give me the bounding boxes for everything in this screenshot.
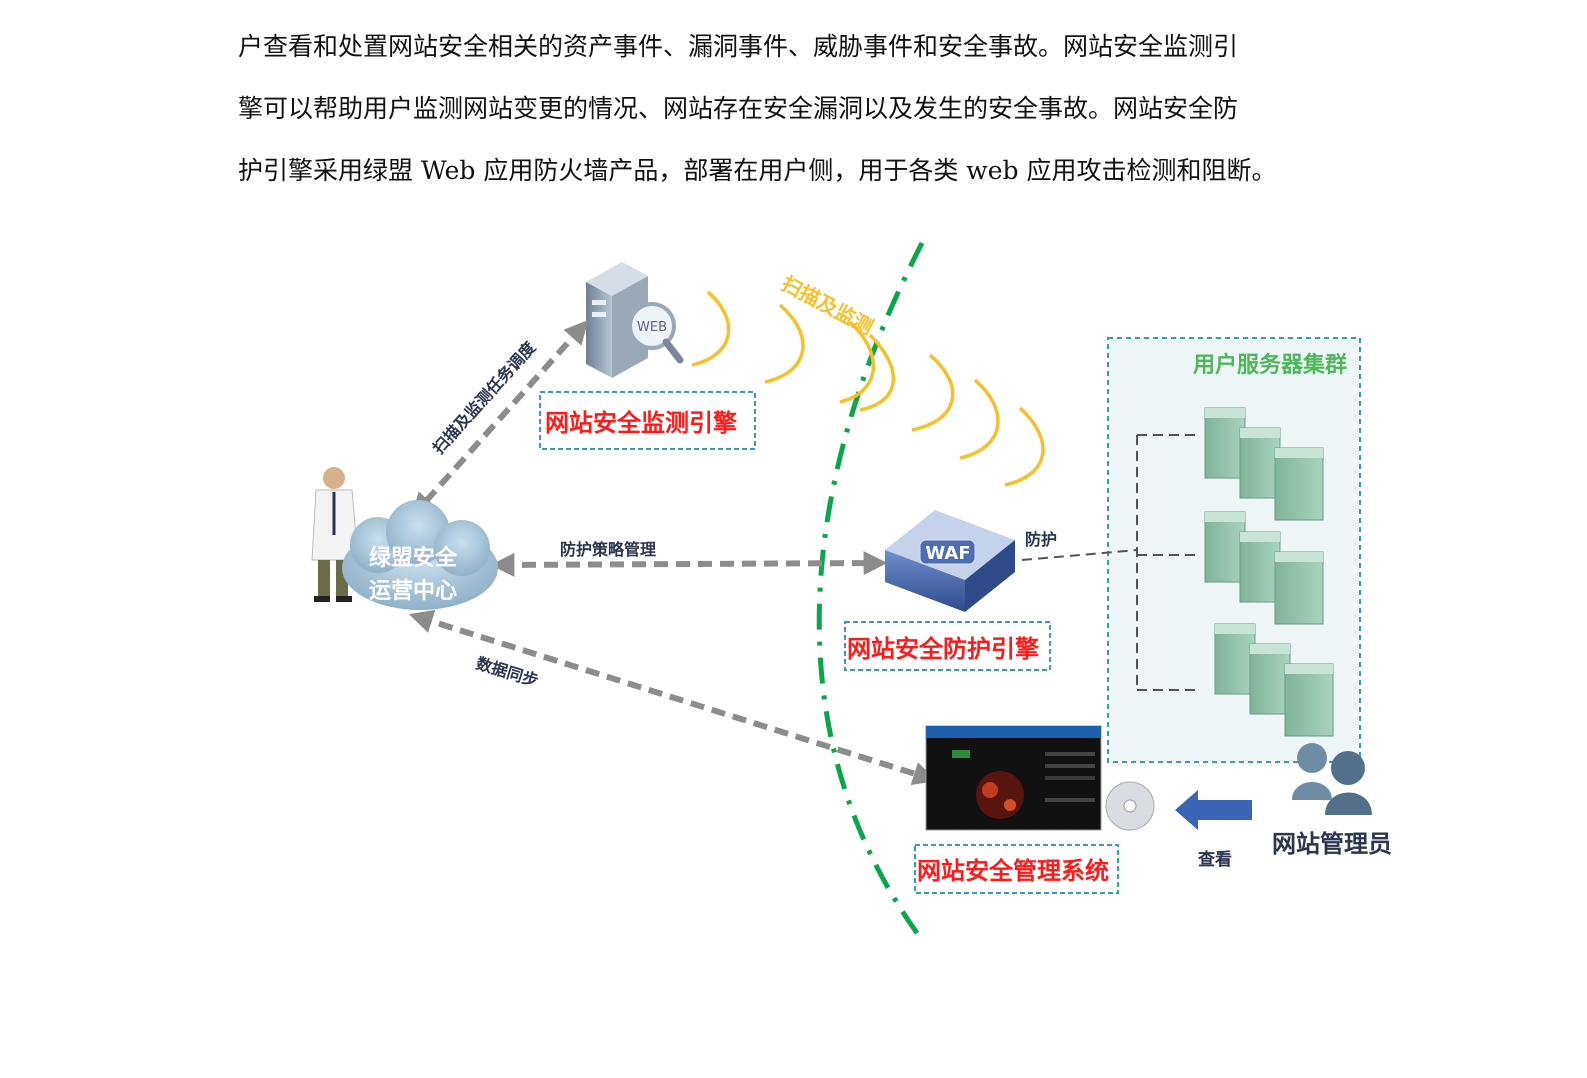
paragraph-line-3: 护引擎采用绿盟 Web 应用防火墙产品，部署在用户侧，用于各类 web 应用攻击… [238, 156, 1277, 185]
server-stack-2 [1204, 511, 1324, 625]
paragraph-line-2: 擎可以帮助用户监测网站变更的情况、网站存在安全漏洞以及发生的安全事故。网站安全防 [238, 94, 1239, 123]
paragraph-line-1: 户查看和处置网站安全相关的资产事件、漏洞事件、威胁事件和安全事故。网站安全监测引 [238, 32, 1239, 61]
server-stack-3 [1214, 623, 1334, 737]
disc-icon [1105, 781, 1155, 831]
sync-label: 数据同步 [474, 654, 541, 691]
policy-label: 防护策略管理 [560, 540, 656, 559]
operator-person-icon [311, 467, 359, 602]
admin-people-icon [1292, 743, 1372, 815]
mgmt-system-label: 网站安全管理系统 [917, 857, 1109, 885]
server-stack-1 [1204, 407, 1324, 521]
intro-paragraph: 户查看和处置网站安全相关的资产事件、漏洞事件、威胁事件和安全事故。网站安全监测引… [238, 16, 1348, 202]
waf-appliance-icon: WAF [885, 510, 1015, 612]
view-arrow [1175, 790, 1252, 830]
web-icon-text: WEB [637, 320, 667, 335]
soc-label-line1: 绿盟安全 [369, 545, 458, 571]
scan-waves [691, 290, 1045, 487]
monitor-engine-label: 网站安全监测引擎 [545, 409, 737, 437]
soc-label-line2: 运营中心 [369, 579, 457, 604]
arrows [408, 319, 938, 786]
management-console-screen [925, 725, 1102, 831]
mgmt-system-box [914, 844, 1119, 894]
web-server-icon: WEB [586, 262, 684, 378]
dispatch-label: 扫描及监测任务调度 [429, 337, 540, 457]
cluster-connectors [1021, 434, 1196, 691]
protect-label: 防护 [1025, 530, 1057, 549]
scan-label: 扫描及监测 [778, 271, 878, 339]
protect-engine-label: 网站安全防护引擎 [847, 635, 1039, 663]
waf-text: WAF [925, 543, 970, 564]
security-operations-cloud: 绿盟安全 运营中心 [342, 500, 498, 610]
cluster-label: 用户服务器集群 [1193, 352, 1347, 378]
protect-engine-box [844, 621, 1051, 671]
view-label: 查看 [1197, 849, 1232, 870]
admin-label: 网站管理员 [1272, 830, 1392, 858]
